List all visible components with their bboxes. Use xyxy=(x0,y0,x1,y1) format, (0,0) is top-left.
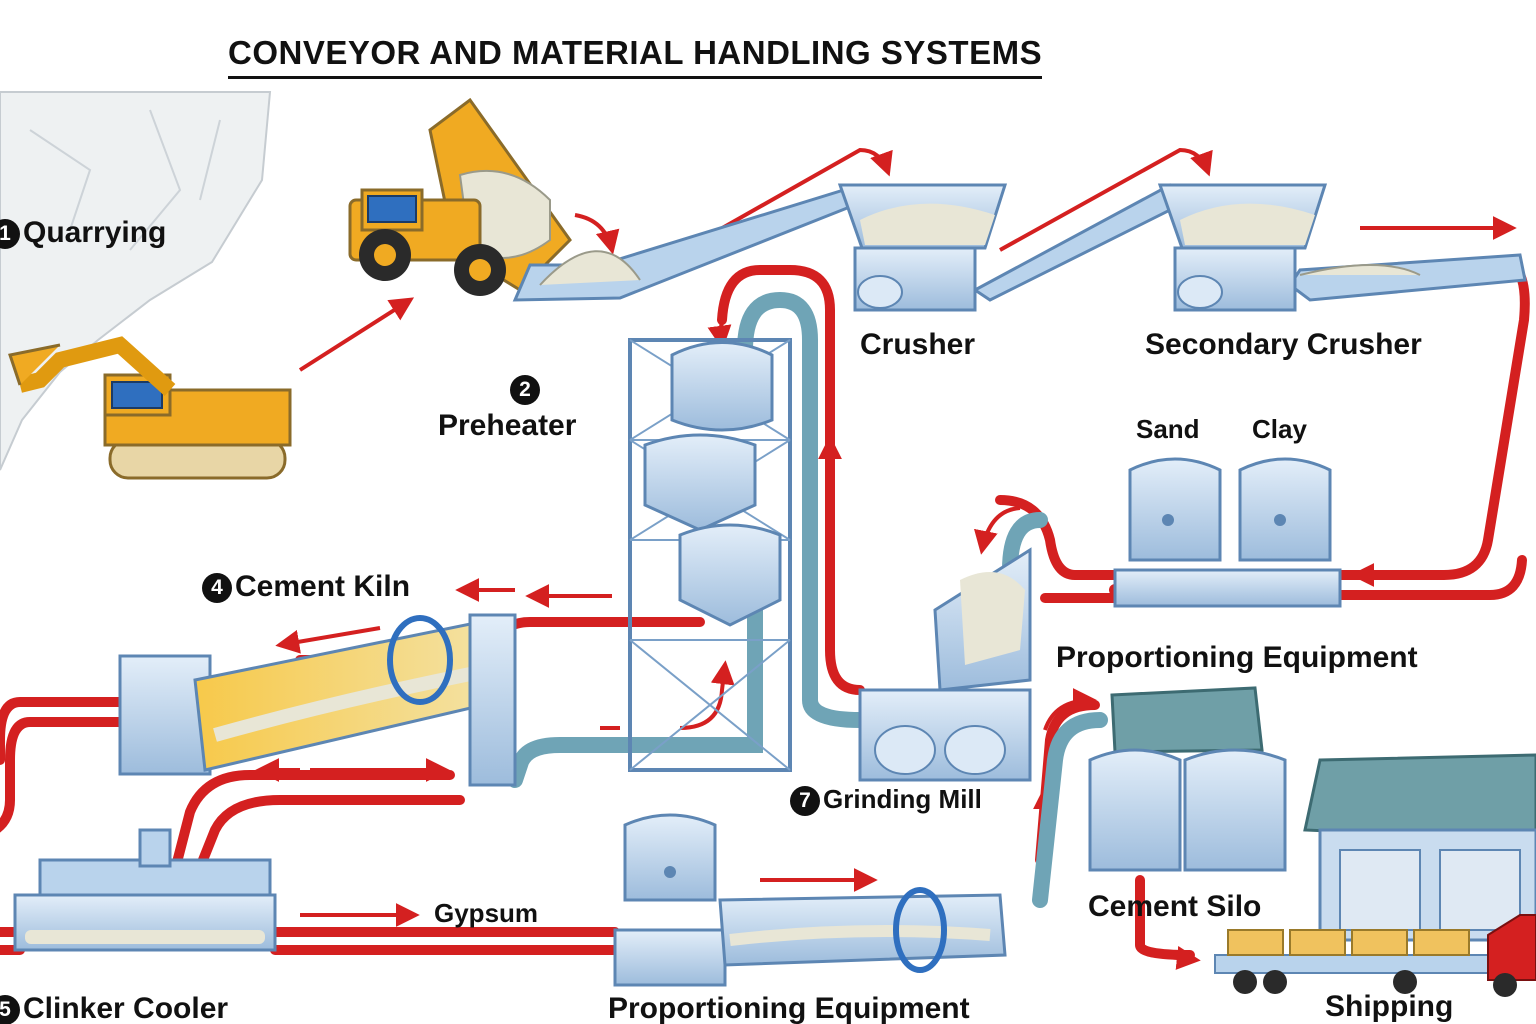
belt-conveyors xyxy=(512,183,1527,302)
bottom-proportioning-equipment xyxy=(613,813,1007,987)
quarry-rock-face xyxy=(0,91,272,471)
crusher-label: Crusher xyxy=(860,328,976,361)
dump-truck-icon xyxy=(348,97,572,296)
stage-label: Cement Kiln xyxy=(235,570,411,603)
proportioning-equipment-top-label: Proportioning Equipment xyxy=(1056,641,1418,674)
shipping-label: Shipping xyxy=(1325,990,1454,1023)
cargo-truck-icon xyxy=(1214,914,1536,997)
sand-clay-silos xyxy=(1113,457,1342,608)
stage-number-badge: 2 xyxy=(510,375,540,406)
stage-label: Quarrying xyxy=(23,216,167,249)
grinding-mill-machine xyxy=(858,547,1032,782)
gypsum-label: Gypsum xyxy=(434,898,539,928)
cement-silo-label: Cement Silo xyxy=(1088,890,1262,923)
stage-preheater-number: 2 xyxy=(510,372,543,406)
cement-silo xyxy=(1088,686,1287,872)
stage-number-badge: 7 xyxy=(790,786,820,817)
stage-label: Clinker Cooler xyxy=(23,992,229,1024)
crusher-machine xyxy=(837,183,1008,312)
cement-kiln xyxy=(118,613,517,787)
stage-preheater-label: Preheater xyxy=(438,409,577,442)
secondary-crusher-machine xyxy=(1157,183,1328,312)
proportioning-equipment-bottom-label: Proportioning Equipment xyxy=(608,992,970,1024)
excavator-icon xyxy=(8,336,292,480)
stage-number-badge: 4 xyxy=(202,573,232,604)
stage-number-badge: 1 xyxy=(0,219,20,250)
secondary-crusher-label: Secondary Crusher xyxy=(1145,328,1422,361)
clinker-cooler xyxy=(13,828,277,952)
clay-label: Clay xyxy=(1252,414,1307,444)
flow-arrows xyxy=(180,147,1517,970)
stage-label: Grinding Mill xyxy=(823,784,982,814)
diagram-title: CONVEYOR AND MATERIAL HANDLING SYSTEMS xyxy=(228,34,1043,79)
warehouse-icon xyxy=(1303,753,1536,942)
stage-number-badge: 5 xyxy=(0,995,20,1024)
preheater-tower xyxy=(628,338,792,772)
sand-label: Sand xyxy=(1136,414,1200,444)
